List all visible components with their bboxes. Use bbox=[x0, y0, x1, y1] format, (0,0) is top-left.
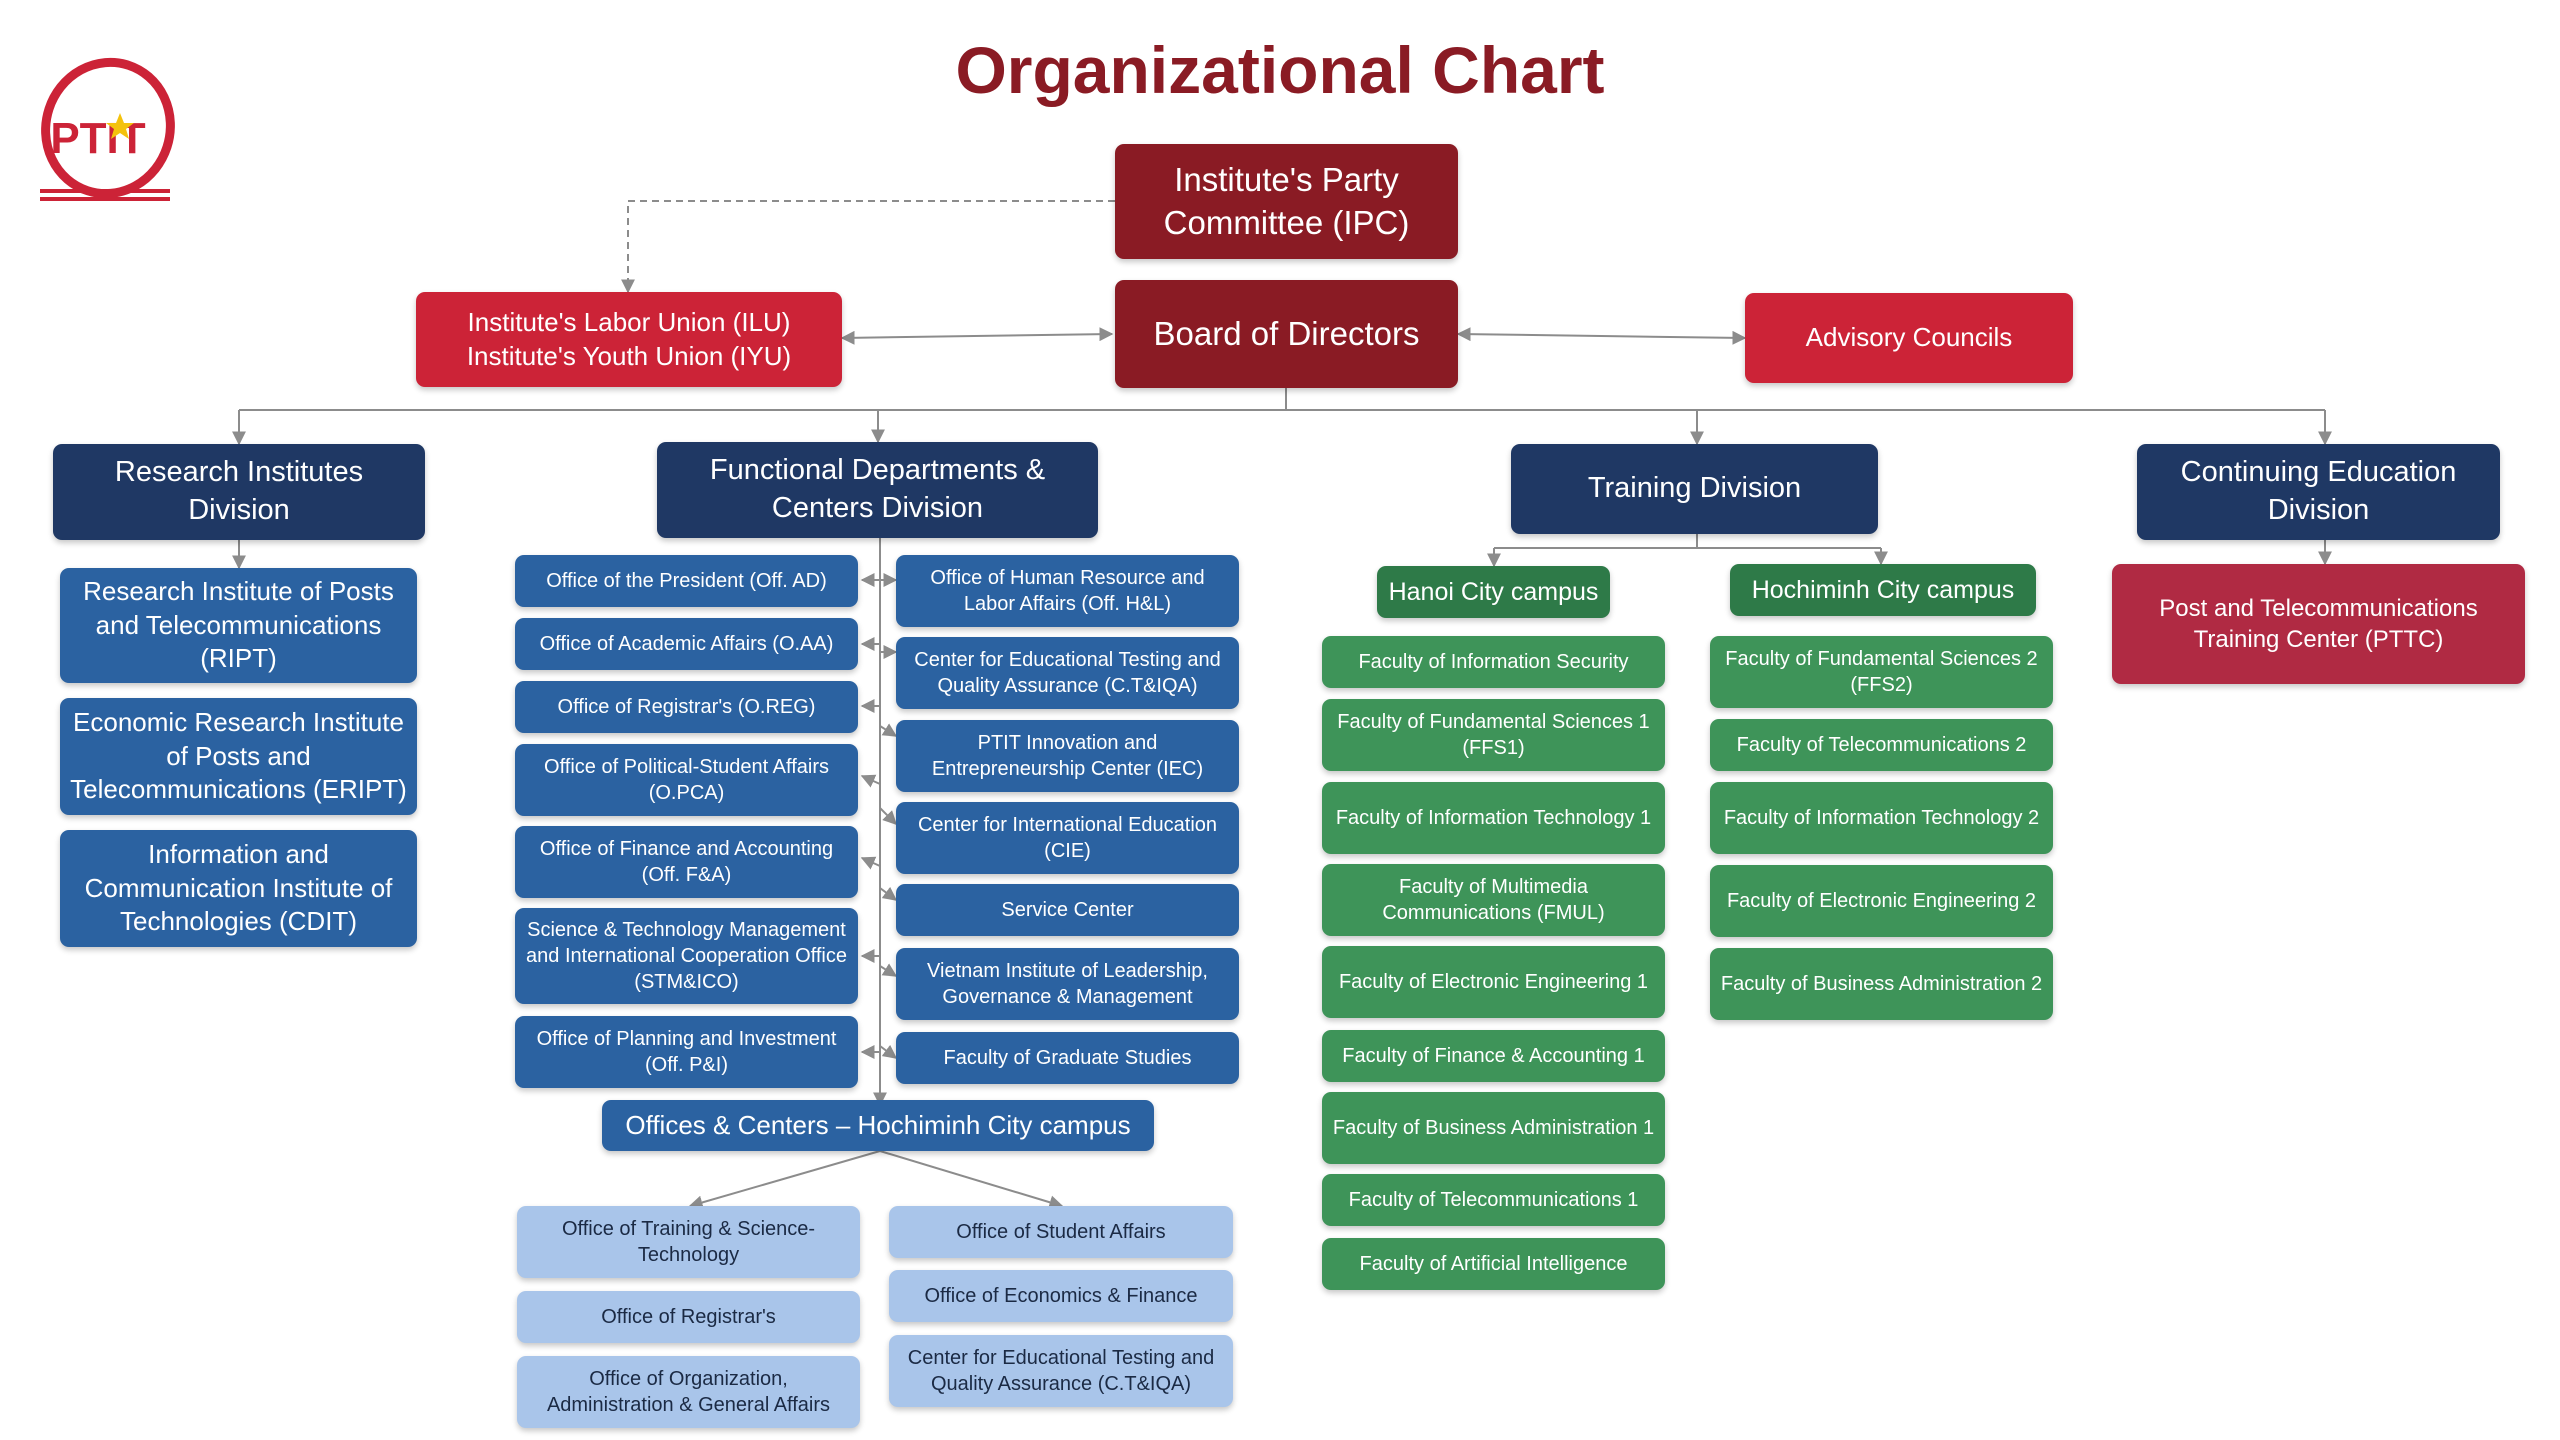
center-for-educational-testing: Center for Educational Testing and Quali… bbox=[896, 637, 1239, 709]
faculty-telecommunications-1: Faculty of Telecommunications 1 bbox=[1322, 1174, 1665, 1226]
faculty-fundamental-sciences-2: Faculty of Fundamental Sciences 2 (FFS2) bbox=[1710, 636, 2053, 708]
faculty-multimedia-communications: Faculty of Multimedia Communications (FM… bbox=[1322, 864, 1665, 936]
training-division: Training Division bbox=[1511, 444, 1878, 534]
hanoi-campus-label: Hanoi City campus bbox=[1377, 566, 1610, 618]
party-committee-box: Institute's Party Committee (IPC) bbox=[1115, 144, 1458, 259]
stm-ico-office: Science & Technology Management and Inte… bbox=[515, 908, 858, 1004]
vietnam-institute-of-leadership: Vietnam Institute of Leadership, Governa… bbox=[896, 948, 1239, 1020]
faculty-information-technology-1: Faculty of Information Technology 1 bbox=[1322, 782, 1665, 854]
hcm-offices-centers-box: Offices & Centers – Hochiminh City campu… bbox=[602, 1100, 1154, 1151]
labor-union-label: Institute's Labor Union (ILU) bbox=[467, 306, 791, 337]
research-institute-eript: Economic Research Institute of Posts and… bbox=[60, 698, 417, 815]
faculty-artificial-intelligence: Faculty of Artificial Intelligence bbox=[1322, 1238, 1665, 1290]
faculty-information-security: Faculty of Information Security bbox=[1322, 636, 1665, 688]
office-of-the-president: Office of the President (Off. AD) bbox=[515, 555, 858, 607]
research-institute-cdit: Information and Communication Institute … bbox=[60, 830, 417, 947]
page-title: Organizational Chart bbox=[955, 33, 1605, 107]
advisory-councils-box: Advisory Councils bbox=[1745, 293, 2073, 383]
innovation-entrepreneurship-center: PTIT Innovation and Entrepreneurship Cen… bbox=[896, 720, 1239, 792]
office-of-finance-and-accounting: Office of Finance and Accounting (Off. F… bbox=[515, 826, 858, 898]
office-of-human-resource: Office of Human Resource and Labor Affai… bbox=[896, 555, 1239, 627]
hcm-office-registrars: Office of Registrar's bbox=[517, 1291, 860, 1343]
hcm-office-student-affairs: Office of Student Affairs bbox=[889, 1206, 1233, 1258]
hcm-office-training-science: Office of Training & Science-Technology bbox=[517, 1206, 860, 1278]
faculty-fundamental-sciences-1: Faculty of Fundamental Sciences 1 (FFS1) bbox=[1322, 699, 1665, 771]
hcm-office-economics-finance: Office of Economics & Finance bbox=[889, 1270, 1233, 1322]
center-for-international-education: Center for International Education (CIE) bbox=[896, 802, 1239, 874]
hcm-office-organization: Office of Organization, Administration &… bbox=[517, 1356, 860, 1428]
continuing-education-division: Continuing Education Division bbox=[2137, 444, 2500, 540]
faculty-electronic-engineering-1: Faculty of Electronic Engineering 1 bbox=[1322, 946, 1665, 1018]
service-center: Service Center bbox=[896, 884, 1239, 936]
office-of-registrars: Office of Registrar's (O.REG) bbox=[515, 681, 858, 733]
office-of-planning-and-investment: Office of Planning and Investment (Off. … bbox=[515, 1016, 858, 1088]
hcm-center-educational-testing: Center for Educational Testing and Quali… bbox=[889, 1335, 1233, 1407]
functional-departments-division: Functional Departments & Centers Divisio… bbox=[657, 442, 1098, 538]
unions-box: Institute's Labor Union (ILU) Institute'… bbox=[416, 292, 842, 387]
youth-union-label: Institute's Youth Union (IYU) bbox=[466, 340, 792, 371]
faculty-telecommunications-2: Faculty of Telecommunications 2 bbox=[1710, 719, 2053, 771]
research-institutes-division: Research Institutes Division bbox=[53, 444, 425, 540]
board-of-directors-box: Board of Directors bbox=[1115, 280, 1458, 388]
office-of-political-student-affairs: Office of Political-Student Affairs (O.P… bbox=[515, 744, 858, 816]
faculty-business-administration-1: Faculty of Business Administration 1 bbox=[1322, 1092, 1665, 1164]
hcm-campus-label: Hochiminh City campus bbox=[1730, 564, 2036, 616]
faculty-information-technology-2: Faculty of Information Technology 2 bbox=[1710, 782, 2053, 854]
faculty-business-administration-2: Faculty of Business Administration 2 bbox=[1710, 948, 2053, 1020]
faculty-finance-accounting-1: Faculty of Finance & Accounting 1 bbox=[1322, 1030, 1665, 1082]
svg-text:PTIT: PTIT bbox=[50, 114, 145, 163]
office-of-academic-affairs: Office of Academic Affairs (O.AA) bbox=[515, 618, 858, 670]
ptit-logo: PTIT bbox=[30, 25, 180, 205]
faculty-of-graduate-studies: Faculty of Graduate Studies bbox=[896, 1032, 1239, 1084]
research-institute-ript: Research Institute of Posts and Telecomm… bbox=[60, 568, 417, 683]
faculty-electronic-engineering-2: Faculty of Electronic Engineering 2 bbox=[1710, 865, 2053, 937]
pttc-box: Post and Telecommunications Training Cen… bbox=[2112, 564, 2525, 684]
